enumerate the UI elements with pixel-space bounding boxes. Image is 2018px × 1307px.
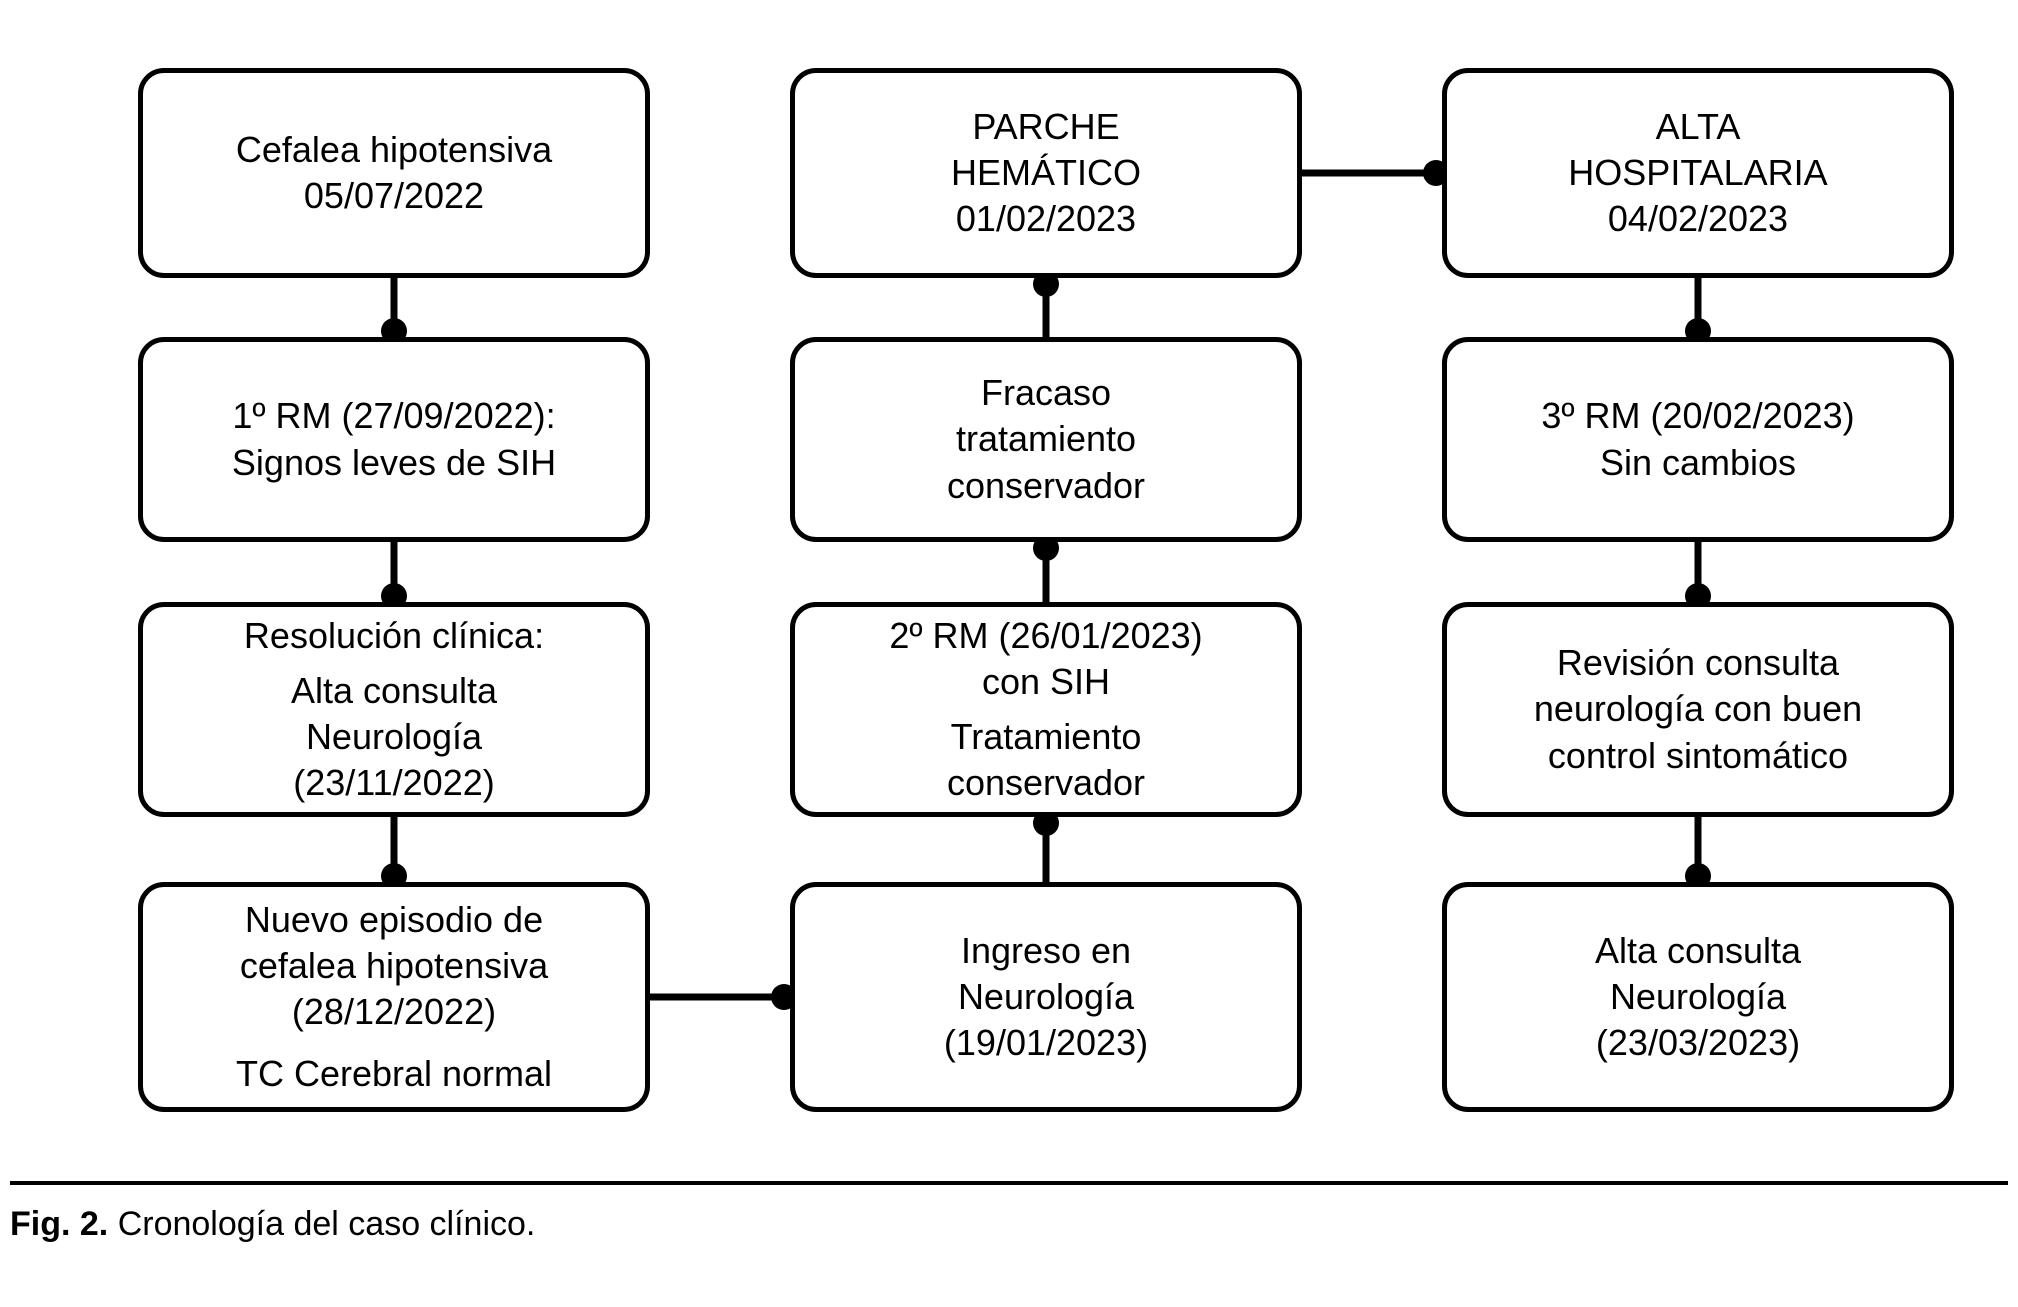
node-line: 05/07/2022: [303, 175, 485, 216]
node-line: Cefalea hipotensiva: [235, 128, 553, 170]
flow-node-alta-consulta[interactable]: Alta consulta Neurología (23/03/2023): [1442, 882, 1954, 1112]
caption-divider: [10, 1181, 2008, 1185]
node-line: con SIH: [981, 661, 1111, 703]
flow-node-alta-hospitalaria[interactable]: ALTA HOSPITALARIA 04/02/2023: [1442, 68, 1954, 278]
node-line: Neurología: [957, 975, 1135, 1017]
node-line: Tratamiento: [950, 715, 1142, 757]
node-line: 1º RM (27/09/2022):: [232, 395, 556, 437]
node-line: (19/01/2023): [943, 1022, 1149, 1064]
node-line: Neurología: [305, 715, 483, 757]
node-line: Ingreso en: [960, 929, 1132, 971]
node-line: Nuevo episodio de: [244, 898, 544, 940]
node-line: cefalea hipotensiva: [239, 944, 549, 986]
node-line: conservador: [946, 464, 1146, 506]
node-line: ALTA: [1655, 105, 1741, 147]
figure-caption-text: Cronología del caso clínico.: [117, 1205, 536, 1243]
node-line: 2º RM (26/01/2023): [889, 615, 1203, 656]
flow-node-resolucion-clinica[interactable]: Resolución clínica: Alta consulta Neurol…: [138, 602, 650, 817]
node-line: control sintomático: [1547, 734, 1849, 776]
flow-node-tercera-rm[interactable]: 3º RM (20/02/2023) Sin cambios: [1442, 337, 1954, 542]
flow-node-parche-hematico[interactable]: PARCHE HEMÁTICO 01/02/2023: [790, 68, 1302, 278]
node-line: 04/02/2023: [1607, 198, 1789, 240]
flow-node-primera-rm[interactable]: 1º RM (27/09/2022): Signos leves de SIH: [138, 337, 650, 542]
flowchart-canvas: Cefalea hipotensiva 05/07/2022 1º RM (27…: [138, 68, 1954, 1112]
flow-node-cefalea-hipotensiva[interactable]: Cefalea hipotensiva 05/07/2022: [138, 68, 650, 278]
node-line: Alta consulta: [290, 669, 498, 711]
node-line: (23/11/2022): [293, 761, 495, 803]
node-line: HOSPITALARIA: [1568, 151, 1828, 193]
flow-node-ingreso-neurologia[interactable]: Ingreso en Neurología (19/01/2023): [790, 882, 1302, 1112]
node-line: PARCHE: [972, 105, 1120, 147]
node-line: tratamiento: [955, 418, 1137, 460]
flow-node-revision-consulta[interactable]: Revisión consulta neurología con buen co…: [1442, 602, 1954, 817]
figure-caption: Fig. 2. Cronología del caso clínico.: [10, 1203, 535, 1246]
node-line: Alta consulta: [1594, 929, 1802, 971]
node-line: Signos leves de SIH: [231, 441, 557, 483]
flow-node-nuevo-episodio[interactable]: Nuevo episodio de cefalea hipotensiva (2…: [138, 882, 650, 1112]
flow-node-fracaso-tratamiento[interactable]: Fracaso tratamiento conservador: [790, 337, 1302, 542]
node-line: (23/03/2023): [1595, 1022, 1801, 1064]
figure-caption-label: Fig. 2.: [10, 1205, 109, 1243]
node-line: (28/12/2022): [291, 991, 497, 1032]
node-line: HEMÁTICO: [950, 151, 1141, 193]
node-line: Resolución clínica:: [243, 615, 545, 656]
node-line: Revisión consulta: [1556, 642, 1840, 684]
node-line: conservador: [946, 761, 1146, 803]
node-line: Neurología: [1609, 975, 1787, 1017]
node-line: 3º RM (20/02/2023): [1541, 395, 1855, 437]
node-line: neurología con buen: [1533, 688, 1863, 730]
flow-node-segunda-rm[interactable]: 2º RM (26/01/2023) con SIH Tratamiento c…: [790, 602, 1302, 817]
node-line: 01/02/2023: [955, 198, 1137, 240]
node-line: Sin cambios: [1599, 441, 1797, 483]
node-line: TC Cerebral normal: [235, 1053, 553, 1095]
node-line: Fracaso: [980, 372, 1112, 414]
